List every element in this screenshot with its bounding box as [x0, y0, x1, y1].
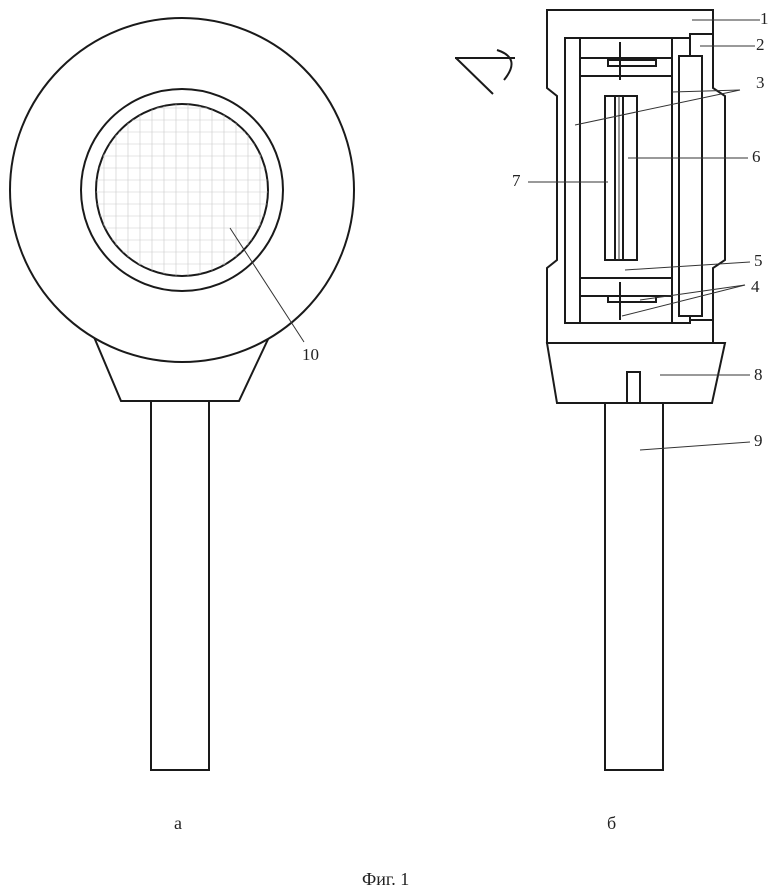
eye-symbol: [455, 49, 515, 95]
figure-caption: Фиг. 1: [362, 869, 409, 889]
leader-4a: [639, 284, 746, 301]
leader-4b: [621, 284, 746, 317]
view-a-front: 10 а: [9, 17, 355, 833]
label-9: 9: [754, 431, 763, 450]
label-7: 7: [512, 171, 521, 190]
label-6: 6: [752, 147, 761, 166]
label-5: 5: [754, 251, 763, 270]
label-10: 10: [302, 345, 319, 364]
leader-3a: [574, 89, 741, 126]
label-2: 2: [756, 35, 765, 54]
handle-a: [150, 399, 210, 771]
view-b-side-section: 1 2 3 6 7 5 4 8 9 б: [455, 9, 769, 833]
slot: [626, 371, 641, 403]
screw-bottom-4: [607, 282, 657, 320]
leader-3b: [671, 89, 741, 93]
label-1: 1: [760, 9, 769, 28]
label-4: 4: [751, 277, 760, 296]
label-8: 8: [754, 365, 763, 384]
handle-9: [604, 402, 664, 771]
screw-top-4: [607, 42, 657, 80]
label-3: 3: [756, 73, 765, 92]
leader-10: [229, 227, 305, 343]
view-a-label: а: [174, 813, 182, 833]
leader-5: [624, 261, 751, 271]
lens-10: [95, 103, 269, 277]
leader-9: [639, 441, 751, 451]
right-element: [678, 55, 703, 317]
view-b-label: б: [607, 813, 616, 833]
